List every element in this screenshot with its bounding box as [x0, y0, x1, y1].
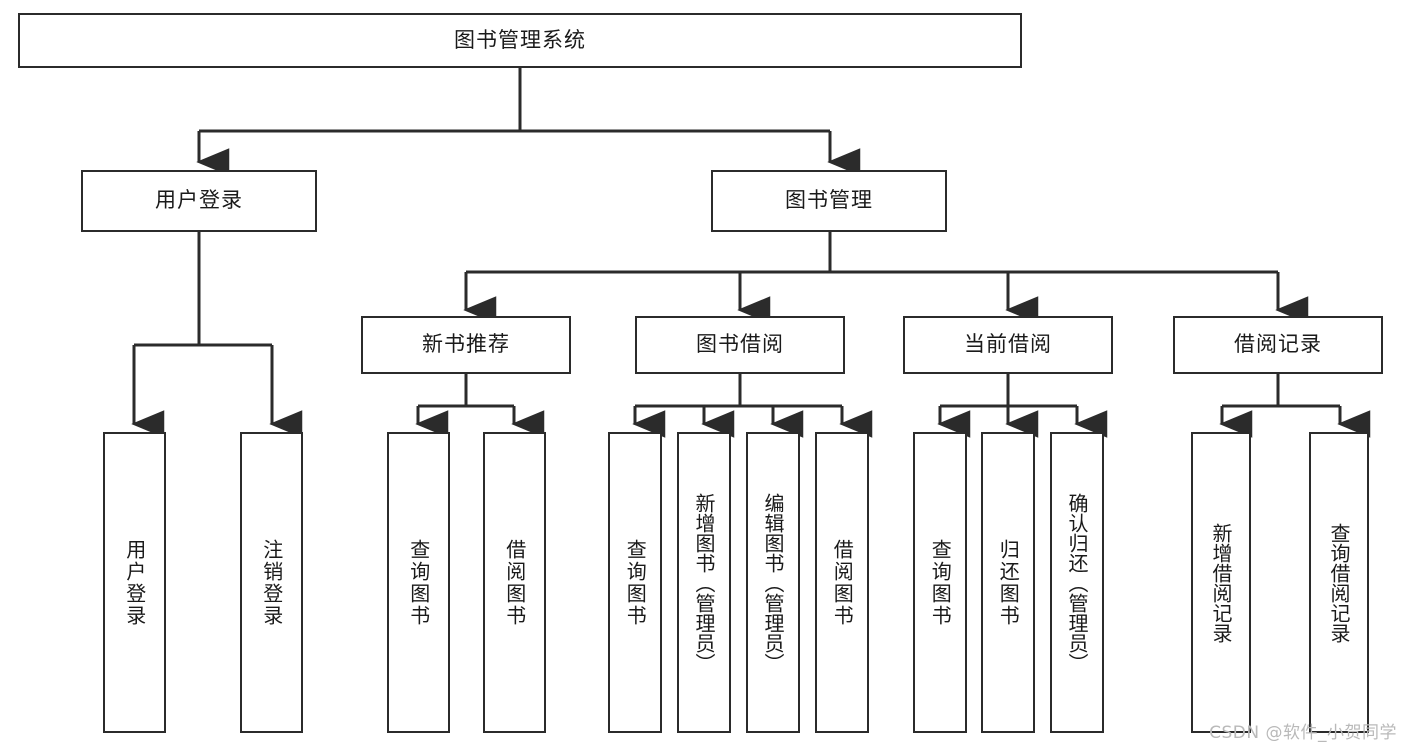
leaf-book-borrow-add-book-admin[interactable]: 新增图书（管理员） — [677, 432, 731, 733]
node-root-book-management-system[interactable]: 图书管理系统 — [18, 13, 1022, 68]
leaf-current-borrow-query-book[interactable]: 查询图书 — [913, 432, 967, 733]
node-borrow-record[interactable]: 借阅记录 — [1173, 316, 1383, 374]
node-current-borrow[interactable]: 当前借阅 — [903, 316, 1113, 374]
leaf-current-borrow-return-book[interactable]: 归还图书 — [981, 432, 1035, 733]
node-user-login[interactable]: 用户登录 — [81, 170, 317, 232]
leaf-current-borrow-confirm-return-admin[interactable]: 确认归还（管理员） — [1050, 432, 1104, 733]
node-new-book-recommend[interactable]: 新书推荐 — [361, 316, 571, 374]
leaf-book-borrow-query-book[interactable]: 查询图书 — [608, 432, 662, 733]
node-book-management[interactable]: 图书管理 — [711, 170, 947, 232]
leaf-new-book-borrow-book[interactable]: 借阅图书 — [483, 432, 546, 733]
leaf-user-login-login[interactable]: 用户登录 — [103, 432, 166, 733]
leaf-borrow-record-add-record[interactable]: 新增借阅记录 — [1191, 432, 1251, 733]
leaf-new-book-query-book[interactable]: 查询图书 — [387, 432, 450, 733]
leaf-book-borrow-edit-book-admin[interactable]: 编辑图书（管理员） — [746, 432, 800, 733]
leaf-book-borrow-borrow-book[interactable]: 借阅图书 — [815, 432, 869, 733]
node-book-borrow[interactable]: 图书借阅 — [635, 316, 845, 374]
leaf-user-login-logout[interactable]: 注销登录 — [240, 432, 303, 733]
leaf-borrow-record-query-record[interactable]: 查询借阅记录 — [1309, 432, 1369, 733]
csdn-watermark: CSDN @软件_小贺同学 — [1209, 723, 1397, 743]
